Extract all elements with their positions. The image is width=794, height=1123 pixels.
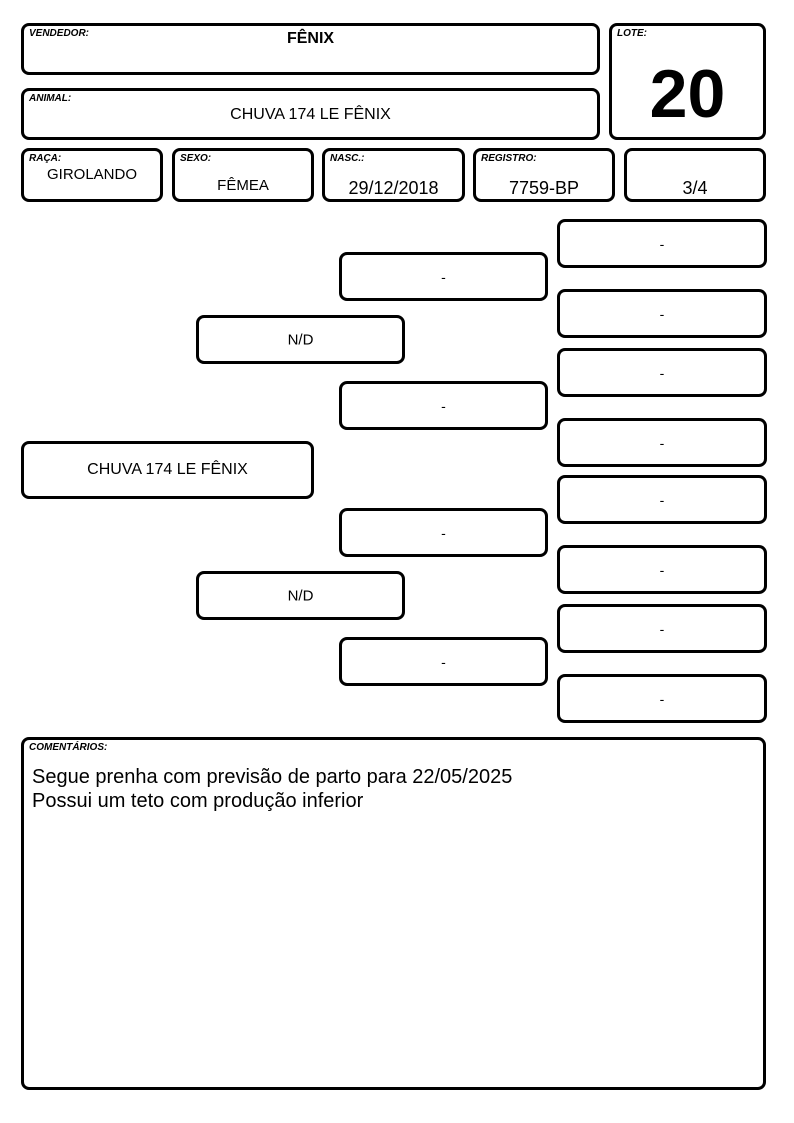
pedigree-great-grandparent-name: - xyxy=(659,491,665,508)
pedigree-dam-dam: - xyxy=(339,637,548,686)
pedigree-great-grandparent-7: - xyxy=(557,604,767,653)
pedigree-great-grandparent-name: - xyxy=(659,690,665,707)
pedigree-dam-name: N/D xyxy=(287,587,314,604)
seller-value: FÊNIX xyxy=(286,30,335,47)
pedigree-sire-sire-name: - xyxy=(441,268,446,285)
lot-label: LOTE: xyxy=(617,28,647,39)
comment-line: Possui um teto com produção inferior xyxy=(32,790,364,812)
animal-field: ANIMAL: CHUVA 174 LE FÊNIX xyxy=(21,88,600,140)
seller-field: VENDEDOR: FÊNIX xyxy=(21,23,600,75)
pedigree-sire-dam-name: - xyxy=(441,397,446,414)
pedigree-great-grandparent-5: - xyxy=(557,475,767,524)
pedigree-great-grandparent-name: - xyxy=(659,235,665,252)
blood-grade-field: 3/4 xyxy=(624,148,766,202)
comments-box: COMENTÁRIOS: Segue prenha com previsão d… xyxy=(21,737,766,1090)
pedigree-great-grandparent-8: - xyxy=(557,674,767,723)
pedigree-great-grandparent-1: - xyxy=(557,219,767,268)
pedigree-great-grandparent-name: - xyxy=(659,364,665,381)
comment-line: Segue prenha com previsão de parto para … xyxy=(32,766,513,788)
birth-date-label: NASC.: xyxy=(330,153,365,164)
pedigree-dam-sire-name: - xyxy=(441,524,446,541)
pedigree-sire-name: N/D xyxy=(287,331,314,348)
comments-text: Segue prenha com previsão de parto para … xyxy=(32,765,755,813)
pedigree-dam: N/D xyxy=(196,571,405,620)
breed-value: GIROLANDO xyxy=(46,166,137,183)
animal-label: ANIMAL: xyxy=(29,93,72,104)
sex-label: SEXO: xyxy=(180,153,212,164)
pedigree-great-grandparent-2: - xyxy=(557,289,767,338)
pedigree-sire: N/D xyxy=(196,315,405,364)
registration-value: 7759-BP xyxy=(508,178,580,198)
sex-value: FÊMEA xyxy=(217,177,269,194)
pedigree-great-grandparent-3: - xyxy=(557,348,767,397)
breed-field: RAÇA: GIROLANDO xyxy=(21,148,163,202)
pedigree-great-grandparent-name: - xyxy=(659,434,665,451)
pedigree-great-grandparent-name: - xyxy=(659,620,665,637)
pedigree-sire-dam: - xyxy=(339,381,548,430)
pedigree-great-grandparent-6: - xyxy=(557,545,767,594)
birth-date-field: NASC.: 29/12/2018 xyxy=(322,148,465,202)
seller-label: VENDEDOR: xyxy=(29,28,90,39)
breed-label: RAÇA: xyxy=(29,153,62,164)
pedigree-great-grandparent-4: - xyxy=(557,418,767,467)
lot-field: LOTE: 20 xyxy=(609,23,766,140)
pedigree-animal: CHUVA 174 LE FÊNIX xyxy=(21,441,314,499)
pedigree-great-grandparent-name: - xyxy=(659,305,665,322)
pedigree-animal-name: CHUVA 174 LE FÊNIX xyxy=(87,461,248,478)
lot-number: 20 xyxy=(649,56,726,132)
registration-field: REGISTRO: 7759-BP xyxy=(473,148,615,202)
pedigree-sire-sire: - xyxy=(339,252,548,301)
sex-field: SEXO: FÊMEA xyxy=(172,148,314,202)
animal-value: CHUVA 174 LE FÊNIX xyxy=(230,106,391,123)
comments-label: COMENTÁRIOS: xyxy=(29,742,108,753)
blood-grade-value: 3/4 xyxy=(682,178,708,198)
registration-label: REGISTRO: xyxy=(481,153,537,164)
pedigree-dam-dam-name: - xyxy=(441,653,446,670)
pedigree-dam-sire: - xyxy=(339,508,548,557)
birth-date-value: 29/12/2018 xyxy=(348,178,439,198)
pedigree-great-grandparent-name: - xyxy=(659,561,665,578)
